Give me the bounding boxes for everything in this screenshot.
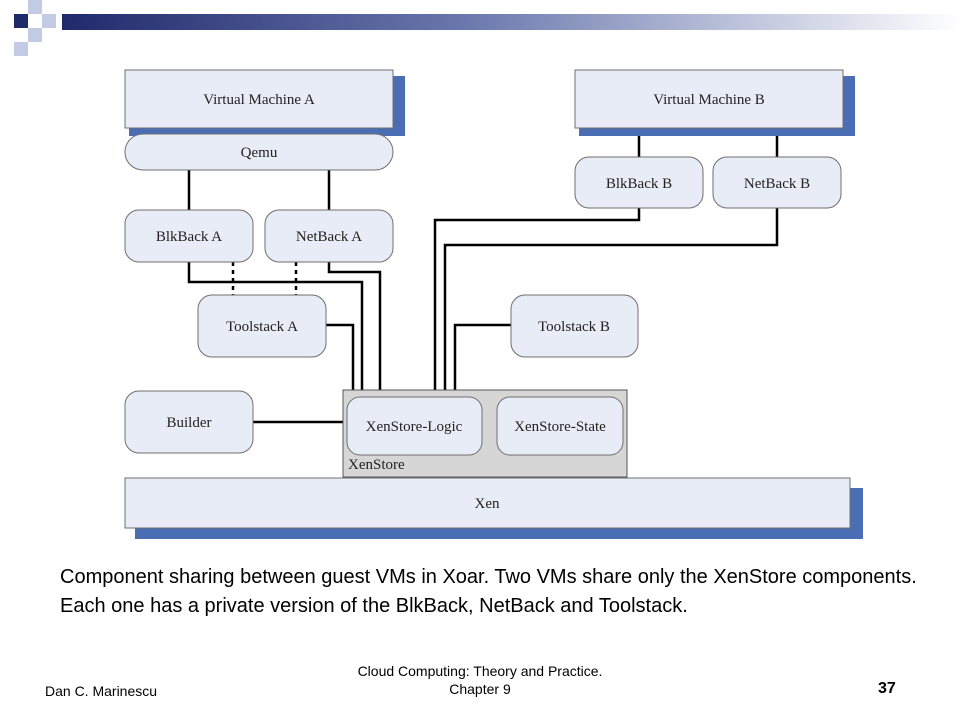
xenstore-state-box (496, 396, 624, 456)
connector (327, 262, 382, 390)
blkback-a-label: BlkBack A (156, 229, 222, 245)
gradient-bar (62, 14, 960, 30)
virtual-machine-a: Virtual Machine A (124, 69, 405, 136)
connector (443, 208, 779, 390)
square-decoration (14, 14, 28, 28)
footer-author: Dan C. Marinescu (45, 683, 158, 699)
square-decoration (14, 42, 28, 56)
dashed-links (231, 262, 298, 296)
title-decoration (14, 0, 960, 56)
toolstack-a-label: Toolstack A (226, 319, 298, 335)
blkback-b-label: BlkBack B (606, 176, 672, 192)
connection-lines (187, 122, 779, 428)
toolstack-a-box (197, 294, 327, 358)
xen-layer: Xen (124, 477, 863, 539)
slide-caption: Component sharing between guest VMs in X… (60, 566, 917, 617)
connector (433, 208, 641, 390)
netback-a-box (264, 209, 394, 263)
connector (326, 323, 355, 390)
square-decoration (42, 14, 56, 28)
xenstore-label: XenStore (348, 457, 405, 473)
virtual-machine-b: Virtual Machine B (574, 69, 855, 136)
qemu-box (124, 133, 394, 171)
builder-label: Builder (167, 415, 212, 431)
page-number: 37 (878, 680, 896, 697)
xoar-diagram: Virtual Machine A Qemu Virtual Machine B… (124, 69, 863, 539)
toolstack-b-label: Toolstack B (538, 319, 610, 335)
builder-box (124, 390, 254, 454)
footer-title-line2: Chapter 9 (449, 681, 511, 697)
netback-b-box (712, 156, 842, 209)
connector (187, 262, 364, 390)
netback-b-label: NetBack B (744, 176, 810, 192)
xen-label: Xen (475, 496, 500, 512)
xenstore-state-label: XenStore-State (514, 419, 606, 435)
square-decoration (28, 28, 42, 42)
footer-title: Cloud Computing: Theory and Practice. Ch… (300, 662, 660, 698)
netback-a-label: NetBack A (296, 229, 362, 245)
vm-b-label: Virtual Machine B (653, 92, 765, 108)
footer-title-line1: Cloud Computing: Theory and Practice. (357, 663, 603, 679)
xenstore-logic-box (346, 396, 483, 456)
toolstack-b-box (510, 294, 639, 358)
blkback-b-box (574, 156, 704, 209)
square-decoration (28, 0, 42, 14)
qemu-label: Qemu (241, 145, 278, 161)
vm-a-label: Virtual Machine A (203, 92, 315, 108)
blkback-a-box (124, 209, 254, 263)
xenstore-logic-label: XenStore-Logic (366, 419, 463, 435)
connector (453, 323, 511, 390)
